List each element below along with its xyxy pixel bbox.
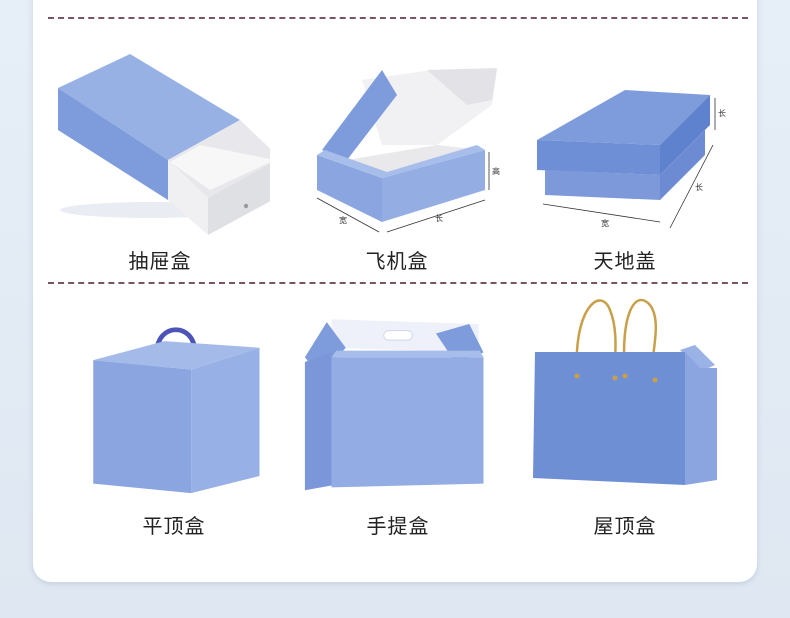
mailer-box-icon: 宽 长 高 (316, 68, 500, 233)
product-roof-box[interactable]: 屋顶盒 (515, 290, 735, 545)
height-mark: 高 (492, 166, 500, 176)
product-label: 屋顶盒 (593, 514, 657, 538)
length-mark: 长 (435, 213, 443, 223)
product-handle-box[interactable]: 手提盒 (288, 305, 508, 545)
product-label: 飞机盒 (365, 249, 429, 273)
middle-divider (48, 282, 748, 284)
product-drawer-box[interactable]: 抽屉盒 (50, 50, 270, 280)
product-label: 抽屉盒 (128, 249, 192, 273)
product-lid-base-box[interactable]: 长 长 宽 天地盖 (515, 50, 735, 280)
width-mark: 宽 (339, 215, 347, 225)
width-mark: 宽 (601, 218, 609, 228)
length-mark: 长 (718, 108, 726, 118)
drawer-box-icon (58, 54, 270, 235)
length-mark: 长 (695, 182, 703, 192)
product-mailer-box[interactable]: 宽 长 高 飞机盒 (287, 50, 507, 280)
product-label: 手提盒 (366, 514, 430, 538)
top-divider (48, 17, 748, 19)
lid-base-box-icon: 长 长 宽 (537, 90, 726, 229)
product-label: 平顶盒 (142, 514, 206, 538)
product-flat-top-box[interactable]: 平顶盒 (64, 305, 284, 545)
roof-box-icon (533, 298, 717, 485)
product-label: 天地盖 (593, 249, 657, 273)
handle-box-icon (304, 319, 484, 491)
flat-top-box-icon (93, 327, 260, 494)
